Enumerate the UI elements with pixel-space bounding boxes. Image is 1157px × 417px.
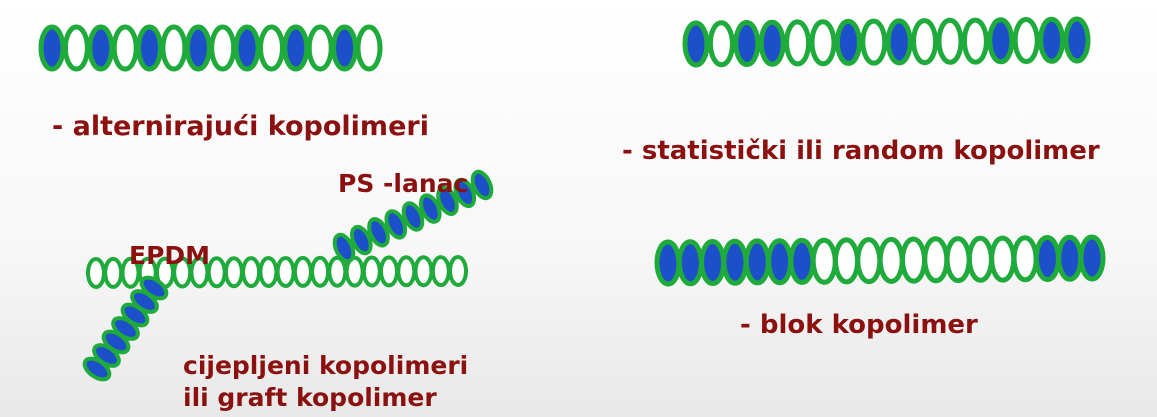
filled-monomer-bead [1038,16,1066,64]
filled-monomer-bead [788,237,816,285]
empty-monomer-bead [160,24,188,72]
empty-monomer-bead [1012,17,1040,64]
empty-monomer-bead [85,257,107,289]
empty-monomer-bead [944,236,972,284]
filled-monomer-bead [743,238,771,286]
filled-monomer-bead [699,239,727,286]
empty-monomer-bead [62,24,90,72]
empty-monomer-bead [966,235,994,283]
empty-monomer-bead [810,237,838,285]
ps-chain-label: PS -lanac [338,169,468,198]
filled-monomer-bead [1063,16,1091,64]
empty-monomer-bead [378,255,400,288]
filled-monomer-bead [676,239,704,287]
filled-monomer-bead [682,20,710,68]
filled-monomer-bead [233,24,261,72]
empty-monomer-bead [258,256,279,288]
filled-monomer-bead [331,24,359,72]
graft-epdm-branch-chain [82,275,169,382]
filled-monomer-bead [349,224,373,256]
empty-monomer-bead [922,236,950,284]
filled-monomer-bead [38,24,66,72]
empty-monomer-bead [860,18,888,66]
empty-monomer-bead [361,255,382,288]
empty-monomer-bead [1011,235,1039,283]
alternating-copolymer-label: - alternirajući kopolimeri [52,111,429,142]
empty-monomer-bead [877,236,905,284]
empty-monomer-bead [206,256,227,289]
filled-monomer-bead [470,169,494,201]
epdm-label: EPDM [129,241,210,270]
empty-monomer-bead [275,256,296,288]
graft-ps-branch-chain [332,169,494,264]
filled-monomer-bead [721,238,749,286]
filled-monomer-bead [184,24,212,72]
empty-monomer-bead [961,17,989,65]
filled-monomer-bead [733,20,761,67]
empty-monomer-bead [306,24,334,72]
empty-monomer-bead [430,255,451,288]
block-copolymer-chain [654,234,1106,287]
empty-monomer-bead [413,255,434,288]
empty-monomer-bead [209,24,237,72]
filled-monomer-bead [418,193,442,224]
empty-monomer-bead [241,256,262,289]
filled-monomer-bead [1056,234,1084,282]
filled-monomer-bead [654,239,682,287]
filled-monomer-bead [332,232,356,264]
alternating-copolymer-chain [38,24,383,72]
empty-monomer-bead [899,236,928,284]
random-copolymer-chain [682,16,1091,68]
empty-monomer-bead [310,255,331,288]
filled-monomer-bead [834,18,862,66]
graft-copolymer-label-line1: cijepljeni kopolimeri [183,351,468,380]
empty-monomer-bead [784,19,812,67]
empty-monomer-bead [809,19,837,67]
empty-monomer-bead [223,256,244,289]
filled-monomer-bead [87,24,115,72]
random-copolymer-label: - statistički ili random kopolimer [622,136,1100,166]
filled-monomer-bead [436,185,459,216]
empty-monomer-bead [292,255,313,288]
graft-copolymer-label-line2: ili graft kopolimer [183,383,437,412]
filled-monomer-bead [1078,234,1106,282]
empty-monomer-bead [911,18,939,66]
graft-backbone-chain [85,255,469,289]
empty-monomer-bead [832,237,861,285]
filled-monomer-bead [766,238,794,286]
filled-monomer-bead [401,201,425,232]
filled-monomer-bead [367,217,390,248]
empty-monomer-bead [103,256,124,289]
empty-monomer-bead [447,255,469,287]
empty-monomer-bead [111,24,139,72]
filled-monomer-bead [987,17,1015,65]
empty-monomer-bead [327,255,348,288]
filled-monomer-bead [453,177,477,209]
empty-monomer-bead [855,237,883,285]
filled-monomer-bead [282,24,310,72]
empty-monomer-bead [258,24,285,72]
filled-monomer-bead [136,24,163,72]
empty-monomer-bead [396,255,417,288]
filled-monomer-bead [758,19,786,67]
filled-monomer-bead [1033,235,1061,282]
empty-monomer-bead [355,24,383,72]
empty-monomer-bead [989,235,1017,283]
filled-monomer-bead [885,18,913,66]
block-copolymer-label: - blok kopolimer [740,310,978,340]
filled-monomer-bead [384,209,408,240]
empty-monomer-bead [936,17,964,65]
filled-monomer-bead [139,275,169,301]
empty-monomer-bead [707,20,735,68]
